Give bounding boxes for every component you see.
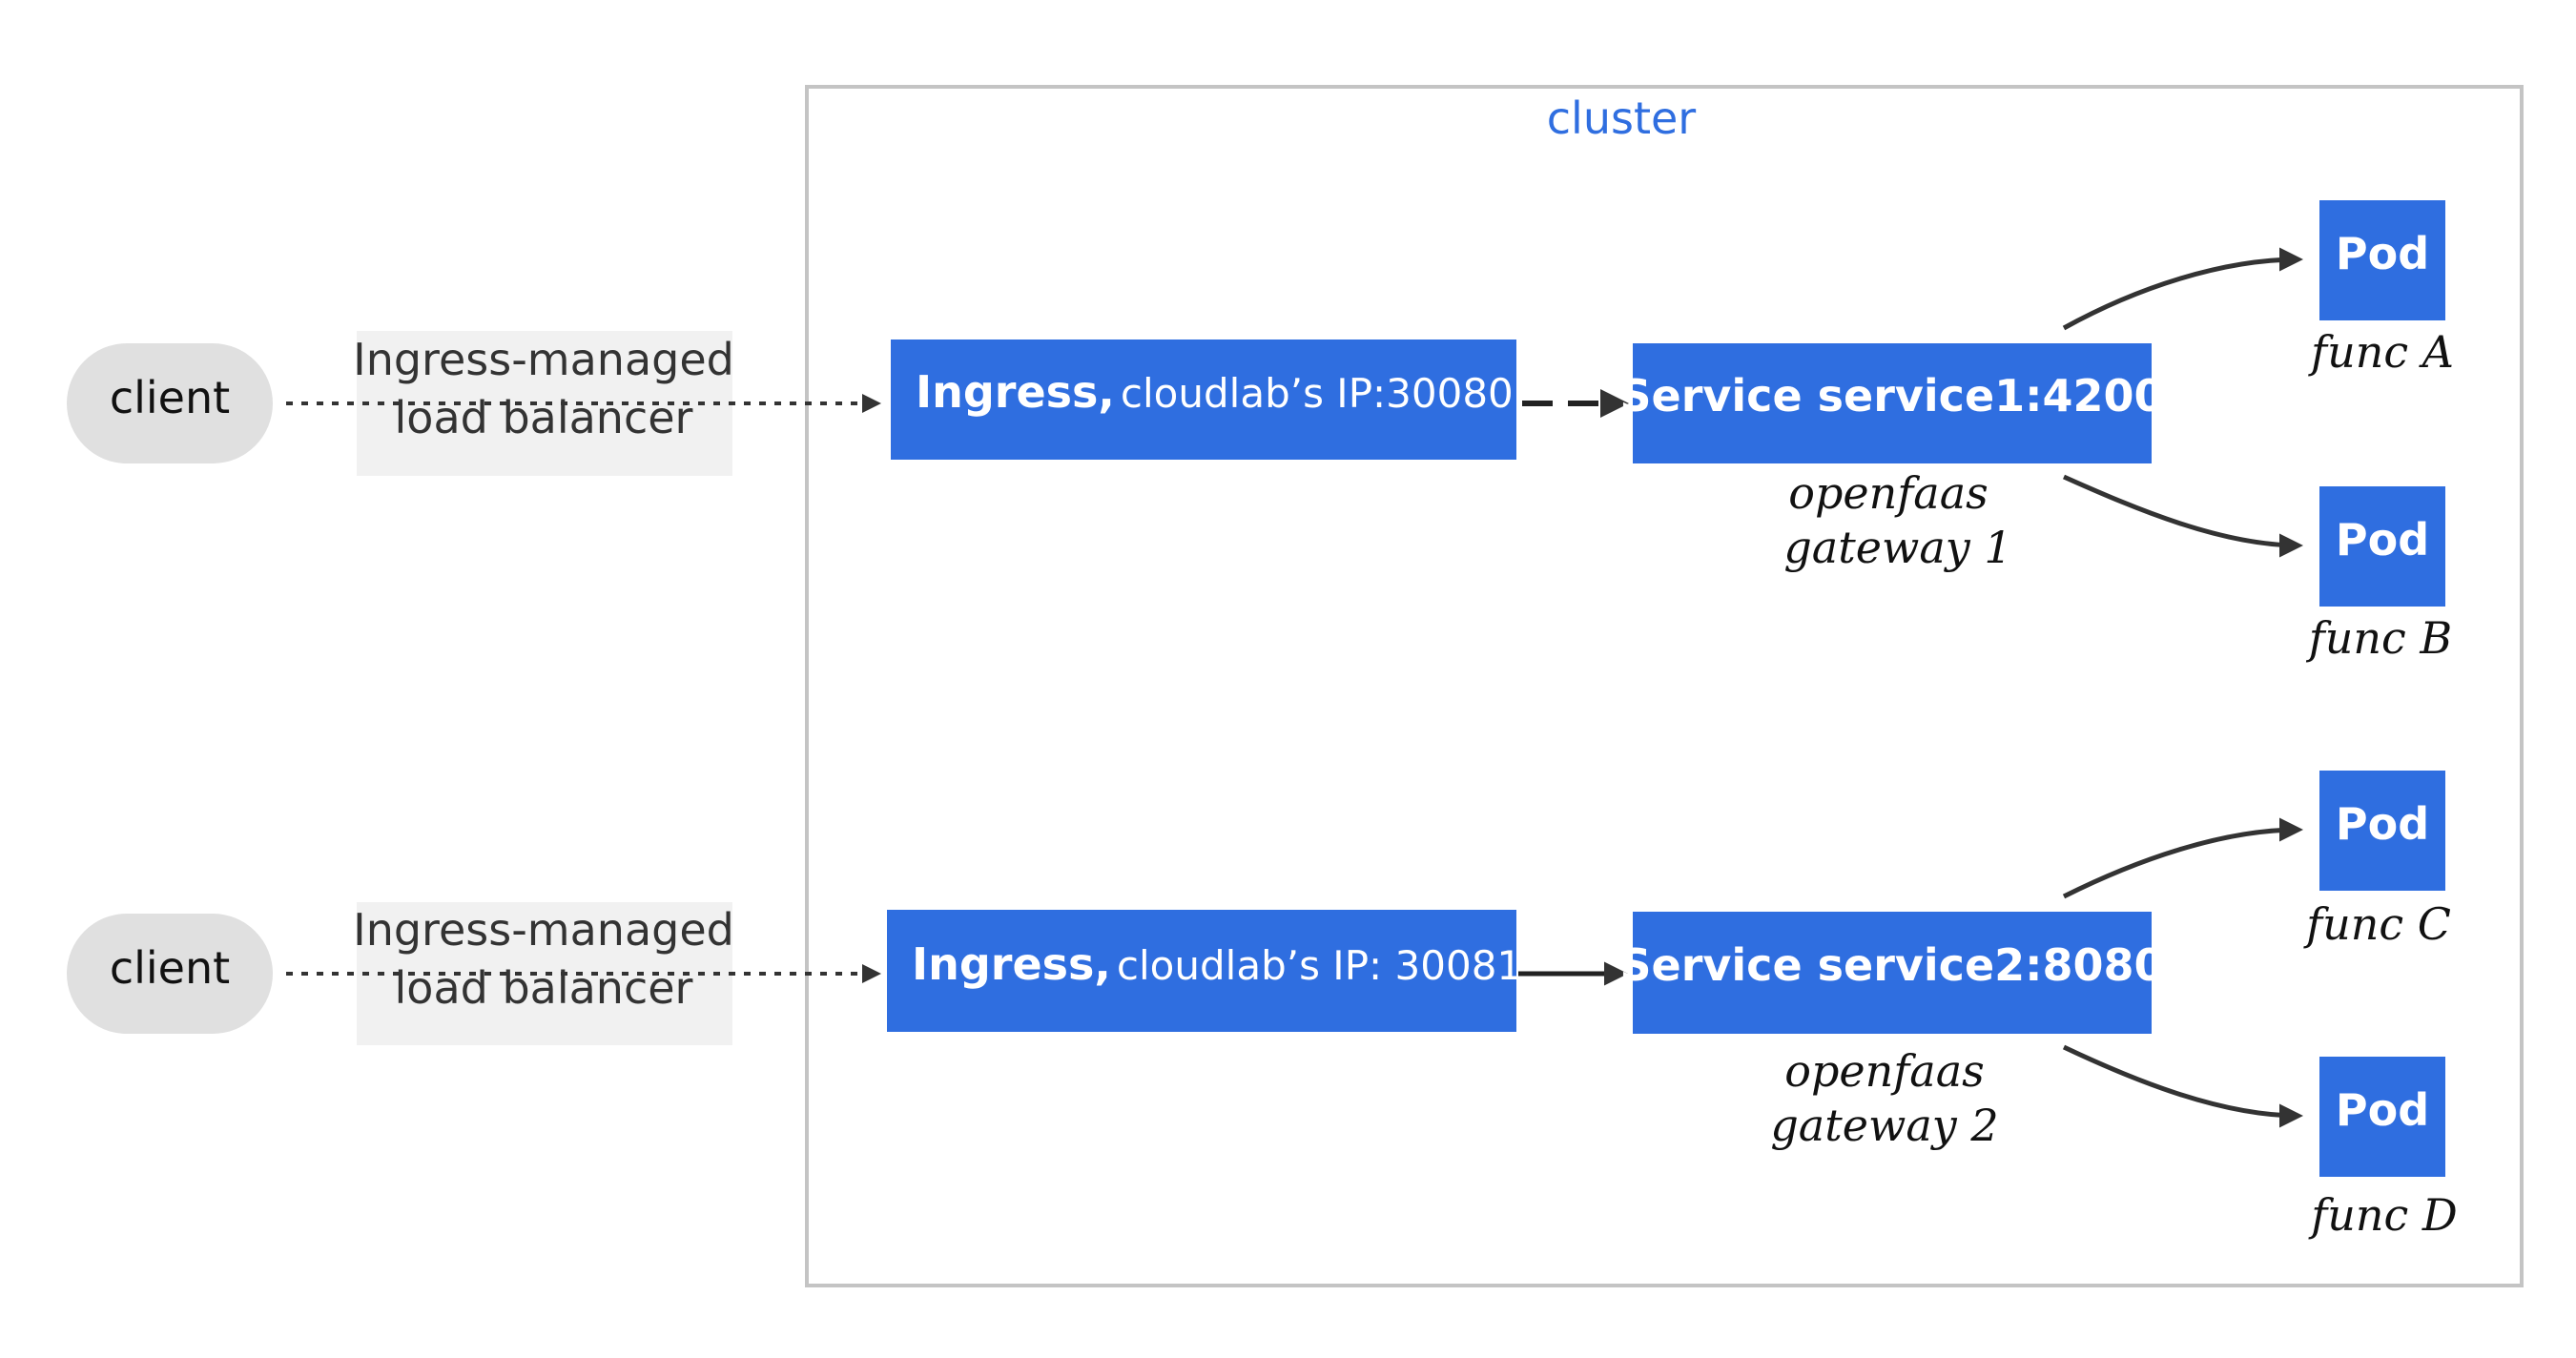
ingress-node bbox=[891, 340, 1516, 460]
pod-a-label: Pod bbox=[2336, 228, 2429, 279]
cluster-label: cluster bbox=[1547, 93, 1697, 144]
client-node bbox=[67, 914, 273, 1034]
service-to-pod-a-arrow bbox=[2062, 247, 2303, 331]
ingress-label-bold: Ingress, bbox=[916, 366, 1115, 418]
ingress-label: Ingress,cloudlab’s IP:30080 bbox=[916, 366, 1514, 418]
pod-a-node bbox=[2319, 200, 2445, 320]
service-label: Service service1:4200 bbox=[1619, 370, 2164, 422]
ingress-label-bold: Ingress, bbox=[912, 938, 1111, 990]
load-balancer-label-line2: load balancer bbox=[395, 962, 693, 1014]
load-balancer-label-line2: load balancer bbox=[395, 392, 693, 443]
func-b-label: func B bbox=[2306, 612, 2452, 664]
ingress-label: Ingress,cloudlab’s IP: 30081 bbox=[912, 938, 1522, 990]
ingress-label-address: cloudlab’s IP:30080 bbox=[1121, 370, 1514, 417]
pod-d-label: Pod bbox=[2336, 1084, 2429, 1136]
client-node bbox=[67, 343, 273, 463]
load-balancer-label-line1: Ingress-managed bbox=[353, 904, 734, 956]
client-label: client bbox=[110, 942, 230, 994]
func-a-label: func A bbox=[2308, 326, 2454, 378]
pod-b-node bbox=[2319, 486, 2445, 607]
row-1: client Ingress-managed load balancer Ing… bbox=[67, 200, 2454, 664]
ingress-label-address: cloudlab’s IP: 30081 bbox=[1117, 942, 1522, 989]
pod-b-label: Pod bbox=[2336, 514, 2429, 566]
ingress-node bbox=[887, 910, 1516, 1032]
load-balancer-label-line1: Ingress-managed bbox=[353, 334, 734, 385]
pod-c-node bbox=[2319, 771, 2445, 891]
func-d-label: func D bbox=[2308, 1189, 2458, 1241]
gateway-label-line2: gateway 1 bbox=[1783, 522, 2011, 573]
func-c-label: func C bbox=[2303, 898, 2451, 950]
service-to-pod-b-arrow bbox=[2062, 474, 2303, 558]
gateway-label-line2: gateway 2 bbox=[1770, 1100, 1998, 1151]
service-label: Service service2:8080 bbox=[1619, 939, 2164, 991]
service-to-pod-d-arrow bbox=[2062, 1044, 2303, 1128]
gateway-label-line1: openfaas bbox=[1784, 1045, 1984, 1097]
pod-d-node bbox=[2319, 1057, 2445, 1177]
service-node bbox=[1633, 912, 2152, 1034]
client-label: client bbox=[110, 372, 230, 423]
gateway-label-line1: openfaas bbox=[1788, 467, 1988, 519]
service-node bbox=[1633, 343, 2152, 463]
cluster-boundary bbox=[805, 85, 2524, 1287]
row-2: client Ingress-managed load balancer Ing… bbox=[67, 771, 2458, 1241]
pod-c-label: Pod bbox=[2336, 798, 2429, 850]
service-to-pod-c-arrow bbox=[2062, 817, 2303, 899]
